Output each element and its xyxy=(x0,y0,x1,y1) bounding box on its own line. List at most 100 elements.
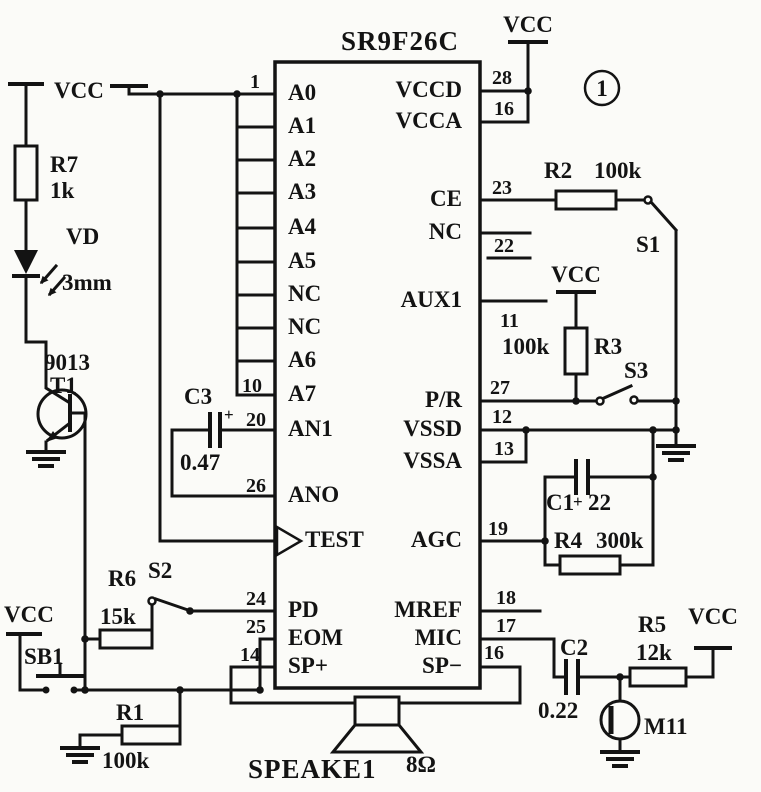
pin-label-mref: MREF xyxy=(394,597,462,622)
pin-label-a3: A3 xyxy=(288,179,316,204)
resistor-r2: R2 100k xyxy=(544,158,642,211)
pin-label-a2: A2 xyxy=(288,146,316,171)
pin-label-sp-plus: SP+ xyxy=(288,653,328,678)
pin-number-25: 25 xyxy=(246,616,266,638)
diode-icon xyxy=(14,250,38,274)
pin-number-27: 27 xyxy=(490,377,510,399)
pin-label-a6: A6 xyxy=(288,347,316,372)
speaker-cone-icon xyxy=(329,723,425,754)
c1-ref: C1 xyxy=(546,490,574,515)
pin-number-17: 17 xyxy=(496,615,516,637)
ic-title: SR9F26C xyxy=(341,26,459,56)
wires xyxy=(18,40,715,754)
resistor-r7: R7 1k xyxy=(13,144,78,203)
pin-number-28: 28 xyxy=(492,67,512,89)
vcc-symbol-top-right: VCC xyxy=(503,12,553,44)
capacitor-c2: C2 0.22 xyxy=(538,635,588,723)
pin-number-11: 11 xyxy=(500,310,519,332)
r1-ref: R1 xyxy=(116,700,144,725)
pin-label-ce: CE xyxy=(430,186,462,211)
resistor-r4: R4 300k xyxy=(554,528,644,576)
r3-value: 100k xyxy=(502,334,550,359)
pin-number-13: 13 xyxy=(494,438,514,460)
transistor-t1: 9013 T1 xyxy=(36,350,90,442)
ic-body xyxy=(273,60,482,690)
ground-symbol-vss xyxy=(656,444,696,462)
pin-label-a0: A0 xyxy=(288,80,316,105)
t1-value: 9013 xyxy=(44,350,90,375)
pin-number-14: 14 xyxy=(240,644,260,666)
resistor-r6: R6 15k xyxy=(98,566,154,650)
sb1-ref: SB1 xyxy=(24,644,64,669)
r5-ref: R5 xyxy=(638,612,666,637)
s2-ref: S2 xyxy=(148,558,172,583)
r4-value: 300k xyxy=(596,528,644,553)
pin-number-10: 10 xyxy=(242,375,262,397)
speaker-ref: SPEAKE1 xyxy=(248,754,377,784)
pin-number-26: 26 xyxy=(246,475,266,497)
pin-label-a5: A5 xyxy=(288,248,316,273)
pin-label-a1: A1 xyxy=(288,113,316,138)
pin-label-nc1: NC xyxy=(288,281,321,306)
t1-ref: T1 xyxy=(50,373,77,398)
c2-value: 0.22 xyxy=(538,698,578,723)
capacitor-c3: C3 + 0.47 xyxy=(180,384,234,475)
c3-polarity: + xyxy=(224,405,234,424)
pin-label-a7: A7 xyxy=(288,381,316,406)
ic-sr9f26c: SR9F26C A0 A1 A2 A3 A4 A5 NC NC A6 A7 AN… xyxy=(240,26,519,690)
m11-ref: M11 xyxy=(644,714,687,739)
pin-number-19: 19 xyxy=(488,518,508,540)
vd-value: 3mm xyxy=(62,270,112,295)
c2-ref: C2 xyxy=(560,635,588,660)
pin-label-eom: EOM xyxy=(288,625,343,650)
junction-dots xyxy=(81,87,680,694)
switch-s3: S3 xyxy=(595,358,648,406)
resistor-r1: R1 100k xyxy=(102,700,182,773)
speaker-driver-icon xyxy=(353,695,401,727)
pin-number-16b: 16 xyxy=(484,642,504,664)
pushbutton-sb1: SB1 xyxy=(24,644,84,694)
capacitor-c1: C1 + 22 xyxy=(546,459,611,515)
vcc-symbol-r3: VCC xyxy=(551,262,601,294)
pin-number-16a: 16 xyxy=(494,98,514,120)
resistor-r3: 100k R3 xyxy=(502,326,622,376)
r3-ref: R3 xyxy=(594,334,622,359)
ground-symbol-r1 xyxy=(60,746,100,764)
c3-value: 0.47 xyxy=(180,450,220,475)
r2-value: 100k xyxy=(594,158,642,183)
pin-label-pd: PD xyxy=(288,597,319,622)
r7-value: 1k xyxy=(50,178,75,203)
s1-ref: S1 xyxy=(636,232,660,257)
resistor-r5: R5 12k xyxy=(628,612,688,688)
figure-number: 1 xyxy=(596,76,608,101)
pin-label-ano: ANO xyxy=(288,482,339,507)
pin-label-vccd: VCCD xyxy=(396,77,462,102)
c3-ref: C3 xyxy=(184,384,212,409)
microphone-m11: M11 xyxy=(599,699,687,741)
pin-label-a4: A4 xyxy=(288,214,317,239)
pin-number-20: 20 xyxy=(246,409,266,431)
pin-label-p-r: P/R xyxy=(425,387,462,412)
vcc-symbol-bottom-left: VCC xyxy=(4,602,54,636)
r2-ref: R2 xyxy=(544,158,572,183)
pin-label-mic: MIC xyxy=(415,625,462,650)
pin-label-an1: AN1 xyxy=(288,416,333,441)
pin-number-1: 1 xyxy=(250,71,260,93)
r6-value: 15k xyxy=(100,604,136,629)
pin-label-sp-minus: SP− xyxy=(422,653,462,678)
vcc-label-r3: VCC xyxy=(551,262,601,287)
s3-ref: S3 xyxy=(624,358,648,383)
r4-ref: R4 xyxy=(554,528,583,553)
vcc-label-top-right: VCC xyxy=(503,12,553,37)
vcc-symbol-bottom-right: VCC xyxy=(688,604,738,650)
vcc-label-bottom-left: VCC xyxy=(4,602,54,627)
ground-symbol-m11 xyxy=(600,750,640,768)
switch-s2: S2 xyxy=(147,558,190,612)
speaker: SPEAKE1 8Ω xyxy=(248,695,436,784)
pin-label-vcca: VCCA xyxy=(396,108,463,133)
pin-number-12: 12 xyxy=(492,406,512,428)
led-vd: VD 3mm xyxy=(12,224,112,297)
vd-ref: VD xyxy=(66,224,99,249)
